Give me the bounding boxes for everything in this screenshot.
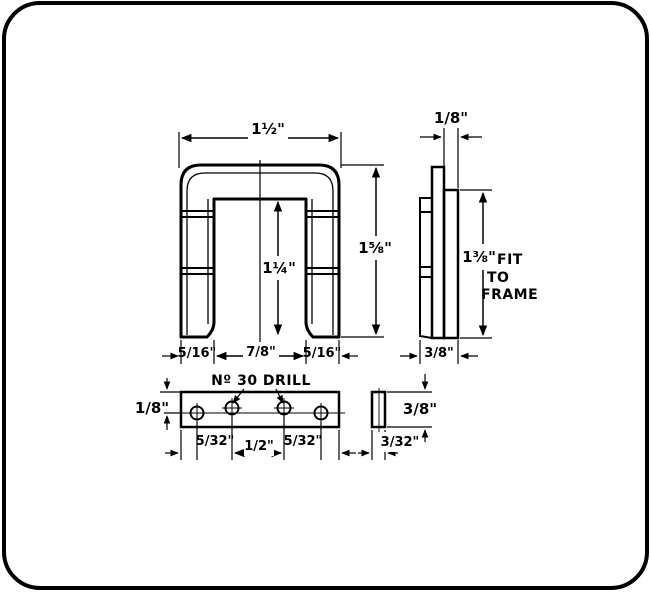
right-leg-label: 5/16" — [303, 346, 342, 361]
side-height-label: 1⅜" — [462, 248, 496, 266]
fit-note-line-3: FRAME — [481, 287, 538, 303]
side-view: 1/8" 1⅜" FIT TO FRAME 3/8" — [400, 106, 538, 364]
side-front-plate — [442, 188, 460, 340]
end-width-label: 3/32" — [381, 435, 420, 450]
side-back-plate — [430, 165, 446, 340]
width-label: 1½" — [251, 120, 285, 138]
u-bracket-outline — [179, 163, 341, 339]
strip-height-label: 1/8" — [135, 399, 169, 417]
strip-view: Nº 30 DRILL 1/ — [135, 373, 356, 460]
thickness-label: 1/8" — [434, 109, 468, 127]
end-view: 3/8" 3/32" — [358, 374, 437, 460]
overall-height-label: 1⅝" — [358, 239, 392, 257]
drill-hole — [274, 398, 294, 418]
drilled-strip — [179, 390, 341, 429]
fit-note-line-2: TO — [487, 270, 509, 286]
gap-label: 7/8" — [246, 345, 276, 360]
end-height-label: 3/8" — [403, 400, 437, 418]
fit-note-line-1: FIT — [497, 252, 523, 268]
drill-hole — [222, 398, 242, 418]
right-offset-label: 5/32" — [284, 434, 323, 449]
end-piece — [370, 390, 387, 429]
side-depth-label: 3/8" — [424, 346, 454, 361]
left-leg-label: 5/16" — [178, 346, 217, 361]
hole-spacing-label: 1/2" — [244, 439, 274, 454]
left-offset-label: 5/32" — [196, 434, 235, 449]
front-view: 1½" 1⅝" 1¼" 5/16" 7/8" 5/16" — [162, 120, 394, 364]
inner-height-label: 1¼" — [262, 259, 296, 277]
drill-note: Nº 30 DRILL — [211, 373, 311, 389]
